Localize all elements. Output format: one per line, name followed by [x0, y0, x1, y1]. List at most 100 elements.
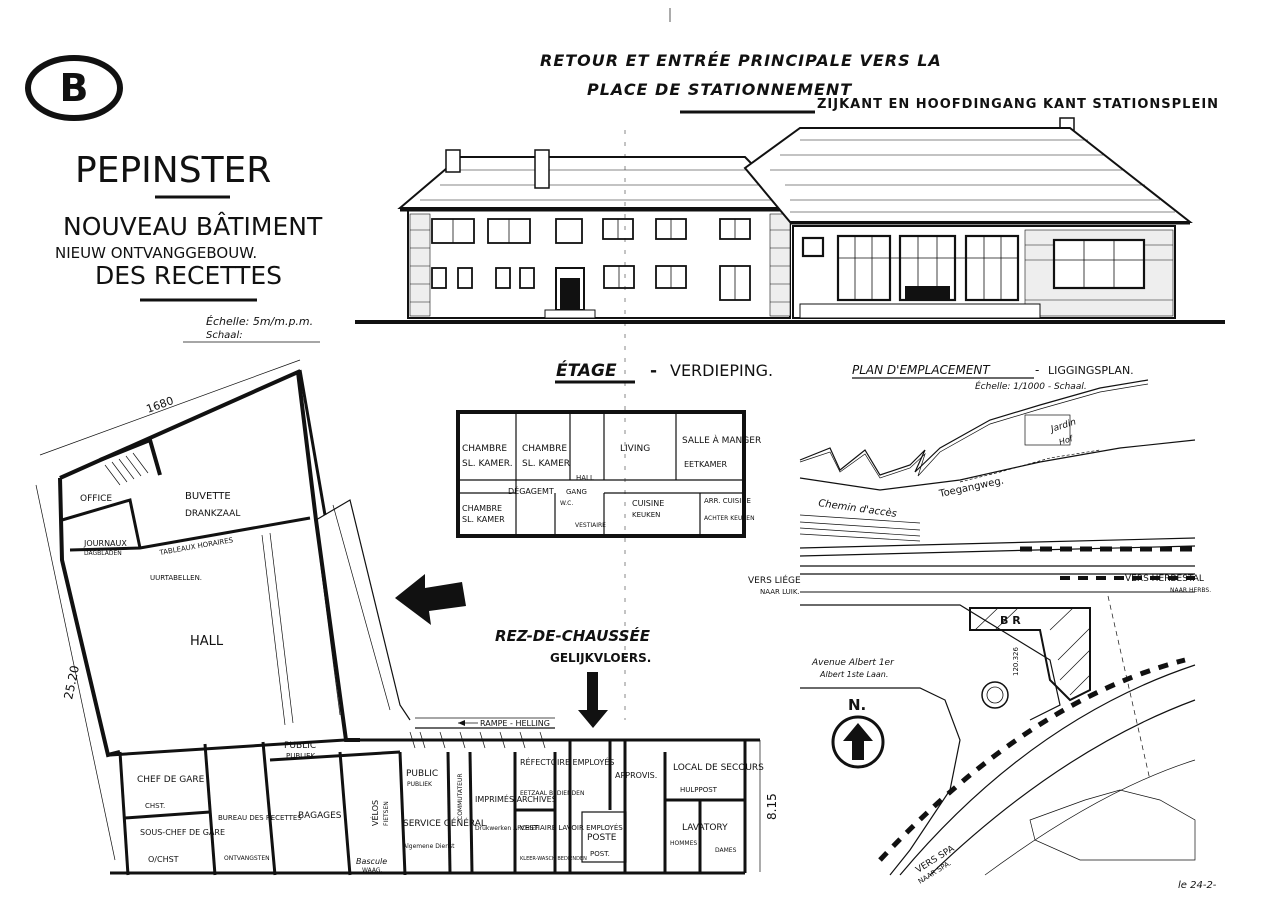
dim-right: 8.15	[765, 793, 779, 820]
gf-journaux: JOURNAUX	[83, 539, 127, 548]
upper-floor-heading: ÉTAGE - VERDIEPING.	[555, 359, 773, 384]
gf-dames: DAMES	[715, 847, 737, 854]
gf-appro: APPROVIS.	[615, 771, 657, 780]
title-line2: NIEUW ONTVANGGEBOUW.	[55, 244, 257, 262]
gf-hommes: HOMMES	[670, 840, 697, 847]
site-heading-sep: -	[1035, 363, 1039, 377]
elevation-heading-fr-1: RETOUR ET ENTRÉE PRINCIPALE VERS LA	[540, 51, 942, 70]
north-label: N.	[848, 696, 866, 714]
site-heading-nl: LIGGINGSPLAN.	[1048, 364, 1134, 377]
gf-service: SERVICE GÉNÉRAL	[403, 817, 486, 829]
gf-chef-gare-nl: CHST.	[145, 802, 165, 810]
dim-top: 1680	[145, 394, 176, 416]
north-arrow-icon: N.	[831, 696, 885, 769]
gf-uurtabellen: UURTABELLEN.	[150, 574, 202, 582]
gf-bagages: BAGAGES	[298, 811, 342, 821]
gf-public1: PUBLIC	[284, 741, 316, 751]
down-arrow-icon	[578, 672, 608, 728]
upper-floor-labels: CHAMBRE SL. KAMER. CHAMBRE SL. KAMER HAL…	[462, 434, 761, 529]
up-salle: SALLE À MANGER	[682, 434, 761, 446]
up-arr-cuisine-nl: ACHTER KEUKEN	[704, 515, 755, 522]
gf-velos: VÉLOS	[369, 800, 380, 826]
site-chemin: Chemin d'accès	[818, 497, 898, 520]
logo-letter: B	[60, 66, 89, 110]
up-gang: GANG	[566, 488, 587, 496]
site-br: B R	[1000, 614, 1021, 627]
up-chambre1-nl: SL. KAMER.	[462, 459, 513, 469]
gf-imprimes: IMPRIMÉS ARCHIVES	[475, 793, 557, 804]
up-degagement: DÉGAGEMT	[508, 485, 554, 496]
ground-heading-fr: REZ-DE-CHAUSSÉE	[495, 626, 651, 645]
title-line3: DES RECETTES	[95, 261, 282, 290]
gf-commutateur: COMMUTATEUR	[457, 773, 464, 820]
gf-public2: PUBLIC	[406, 769, 438, 779]
gf-sous-chef-nl: O/CHST	[148, 855, 179, 864]
up-vestiaire: VESTIAIRE	[575, 522, 606, 529]
up-cuisine-nl: KEUKEN	[632, 511, 660, 519]
upper-floor-plan: CHAMBRE SL. KAMER. CHAMBRE SL. KAMER HAL…	[456, 410, 761, 538]
site-jardin: Jardin	[1048, 417, 1078, 435]
gf-imprimes-nl: Drukwerken ARCHIEF.	[475, 825, 540, 832]
gf-public1-nl: PUBLIEK	[286, 752, 316, 760]
site-plan-drawing: Jardin Hof Chemin d'accès Toegangweg. VE…	[748, 379, 1211, 886]
elevation-heading-fr-2: PLACE DE STATIONNEMENT	[587, 80, 852, 99]
dim-left: 25.20	[61, 664, 82, 701]
gf-eetzaal: EETZAAL BEDIENDEN	[520, 790, 584, 797]
up-arr-cuisine: ARR. CUISINE	[704, 497, 751, 505]
gf-dagbladen: DAGBLADEN	[84, 550, 122, 557]
site-naar-luik: NAAR LUIK.	[760, 588, 800, 596]
gf-bascule-nl: WAAG.	[362, 867, 383, 874]
upper-heading-nl: VERDIEPING.	[670, 361, 773, 380]
up-salle-nl: EETKAMER	[684, 460, 728, 469]
gf-public2-nl: PUBLIEK	[407, 781, 433, 788]
up-wc: W.C.	[560, 500, 573, 507]
gf-post: POST.	[590, 850, 610, 858]
up-living: LIVING	[620, 444, 650, 454]
ground-floor-heading: REZ-DE-CHAUSSÉE GELIJKVLOERS.	[495, 626, 651, 665]
up-chambre2: CHAMBRE	[522, 444, 567, 454]
sncb-logo: B	[25, 55, 123, 121]
site-vers-liege: VERS LIÉGE	[748, 574, 801, 586]
up-cuisine: CUISINE	[632, 499, 664, 508]
entrance-arrow-icon	[395, 574, 466, 625]
ground-floor-labels: OFFICE BUVETTE DRANKZAAL JOURNAUX DAGBLA…	[80, 491, 764, 874]
site-km: 120.326	[1012, 647, 1020, 676]
upper-heading-sep: -	[650, 361, 657, 381]
elevation-heading: RETOUR ET ENTRÉE PRINCIPALE VERS LA PLAC…	[540, 51, 1219, 114]
scale-nl: Schaal:	[206, 330, 243, 341]
up-chambre1: CHAMBRE	[462, 444, 507, 454]
elevation-drawing	[355, 117, 1225, 324]
gf-service-nl: Algemene Dienst	[403, 843, 455, 850]
gf-office: OFFICE	[80, 494, 112, 504]
up-chambre2-nl: SL. KAMER	[522, 459, 570, 469]
place-title: PEPINSTER	[75, 150, 271, 191]
upper-heading-fr: ÉTAGE	[556, 359, 617, 381]
elevation-heading-nl: ZIJKANT EN HOOFDINGANG KANT STATIONSPLEI…	[817, 97, 1219, 112]
footer-date: le 24-2-	[1178, 880, 1217, 891]
site-hof: Hof	[1058, 434, 1075, 447]
title-block: PEPINSTER NOUVEAU BÂTIMENT NIEUW ONTVANG…	[55, 150, 323, 343]
gf-fietsen: FIETSEN	[383, 801, 390, 826]
ground-floor-plan: 1680 25.20 8.15	[35, 359, 779, 876]
site-heading-fr: PLAN D'EMPLACEMENT	[852, 363, 991, 377]
gf-lavatory: LAVATORY	[682, 823, 728, 833]
up-hall: HALL	[576, 474, 594, 482]
gf-buvette: BUVETTE	[185, 491, 231, 502]
ground-heading-nl: GELIJKVLOERS.	[550, 651, 651, 665]
ramp-label: RAMPE - HELLING	[480, 719, 550, 728]
gf-bascule: Bascule	[356, 857, 387, 866]
gf-hulppost: HULPPOST	[680, 786, 718, 794]
gf-sous-chef: SOUS-CHEF DE GARE	[140, 828, 225, 837]
site-plan-heading: PLAN D'EMPLACEMENT - LIGGINGSPLAN. Échel…	[852, 363, 1134, 392]
gf-local-secours: LOCAL DE SECOURS	[673, 763, 764, 773]
gf-poste: POSTE	[587, 833, 617, 843]
gf-hall: HALL	[190, 634, 224, 649]
gf-bureau: BUREAU DES RECETTES	[218, 814, 302, 822]
site-avenue-nl: Albert 1ste Laan.	[819, 670, 888, 679]
site-avenue-fr: Avenue Albert 1er	[811, 658, 895, 668]
gf-refectoire: RÉFECTOIRE EMPLOYÉS	[520, 756, 614, 767]
gf-bureau-nl: ONTVANGSTEN	[224, 855, 270, 862]
gf-drankzaal: DRANKZAAL	[185, 509, 240, 519]
site-scale: Échelle: 1/1000 - Schaal.	[975, 380, 1087, 392]
